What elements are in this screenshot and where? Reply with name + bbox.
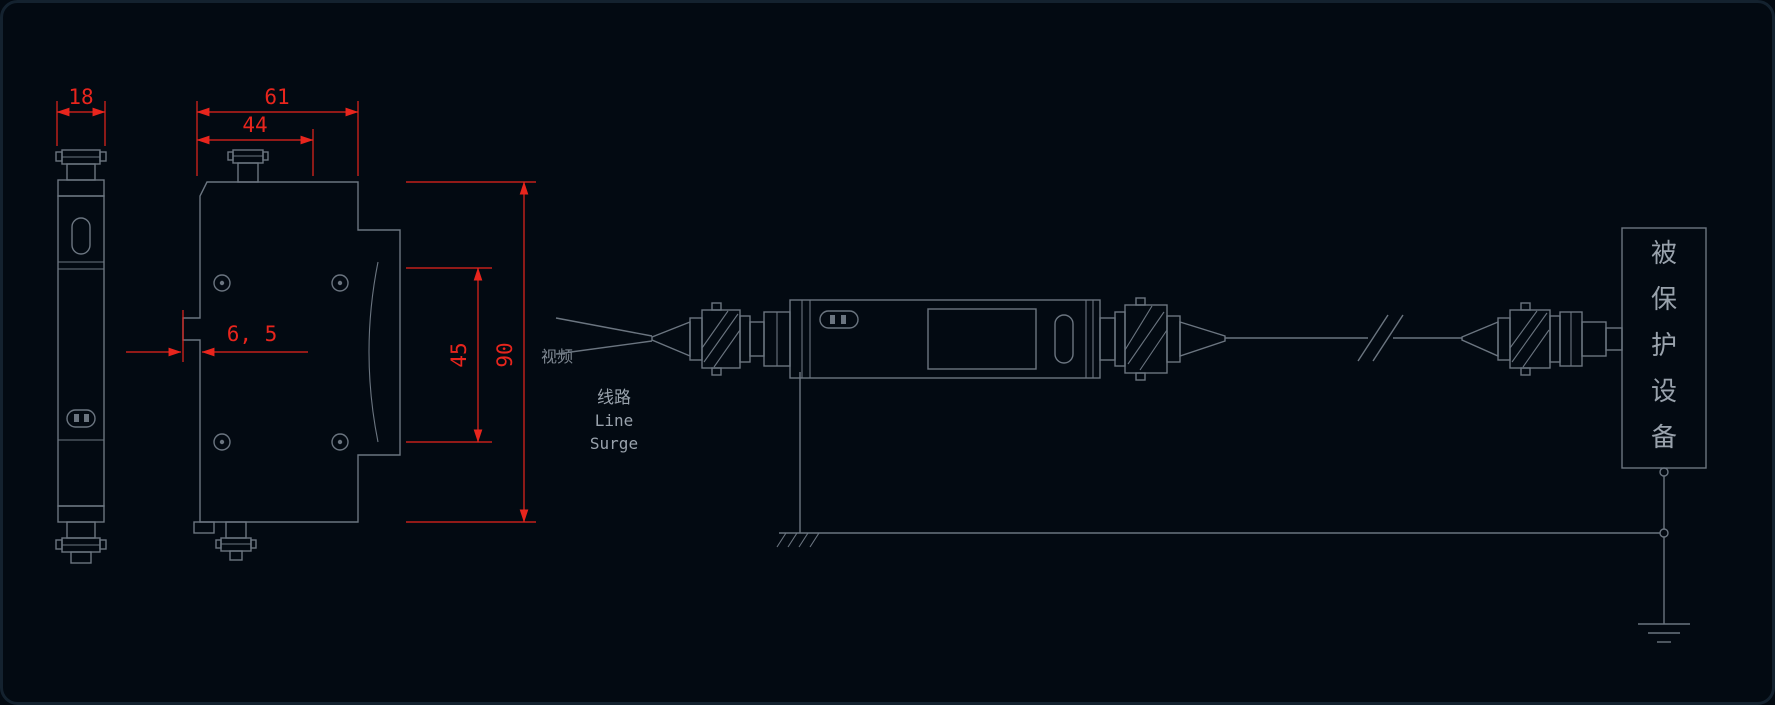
surge-en-label: Surge <box>590 434 638 453</box>
left-bnc-plug <box>651 302 791 376</box>
protected-device-char-2: 保 <box>1651 285 1677 315</box>
spd-ground-symbol <box>776 372 821 548</box>
dim-clip-offset-label: 6, 5 <box>227 322 278 346</box>
protected-device-char-1: 被 <box>1651 239 1677 269</box>
right-bnc-plug <box>1099 297 1226 381</box>
protected-equipment-box: 被 保 护 设 备 <box>1621 227 1707 469</box>
protected-device-char-3: 护 <box>1651 331 1677 361</box>
dim-overall-width-label: 61 <box>264 85 289 109</box>
line-en-label: Line <box>595 411 634 430</box>
video-label: 视频 <box>541 347 573 366</box>
dim-clip-offset: 6, 5 <box>126 310 308 362</box>
cable-with-break <box>1225 314 1462 362</box>
equipment-bnc-plug <box>1461 302 1623 376</box>
dim-inner-height: 45 <box>406 267 492 443</box>
dim-inner-height-label: 45 <box>447 342 471 367</box>
dim-overall-height-label: 90 <box>493 342 517 367</box>
incoming-line-wires <box>555 317 653 355</box>
equipment-ground-symbol <box>1638 467 1690 643</box>
dim-mount-width-label: 44 <box>242 113 267 137</box>
line-cn-label: 线路 <box>597 388 631 408</box>
dim-side-width: 18 <box>56 85 106 146</box>
protected-device-char-5: 备 <box>1651 423 1677 453</box>
dim-mount-width: 44 <box>196 113 314 176</box>
side-view-drawing <box>55 149 107 564</box>
protected-device-char-4: 设 <box>1651 377 1677 407</box>
dim-overall-height: 90 <box>406 181 536 523</box>
dim-side-width-label: 18 <box>68 85 93 109</box>
installation-schematic: 视频 线路 Line Surge <box>541 227 1707 643</box>
